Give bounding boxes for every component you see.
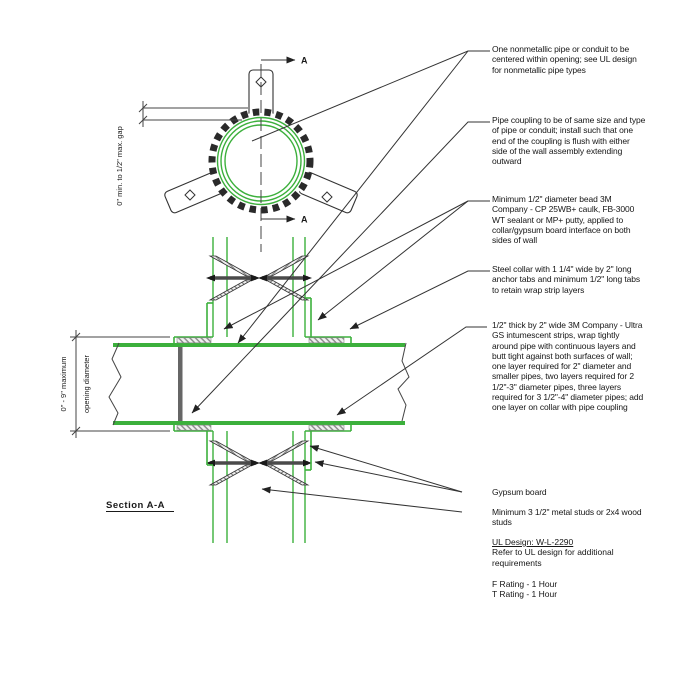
callout-gypsum-board: Gypsum board (492, 487, 547, 497)
leader-pipe-coupling (191, 121, 490, 414)
callout-pipe-coupling: Pipe coupling to be of same size and typ… (492, 115, 646, 167)
tab-bolt-hole (321, 191, 333, 203)
pipe-section (108, 342, 410, 426)
leader-gypsum-b (314, 460, 463, 493)
leader-gypsum-a (309, 445, 463, 493)
gap-dimension (138, 101, 248, 127)
coupling-end (178, 347, 183, 421)
leader-lines (191, 50, 490, 513)
metal-stud (204, 254, 262, 302)
ul-refer-note: Refer to UL design for additional requir… (492, 547, 614, 568)
callout-metal-studs: Minimum 3 1/2" metal studs or 2x4 wood s… (492, 507, 642, 528)
pipe-break-right (397, 342, 410, 422)
callout-wrap-strip: 1/2" thick by 2" wide 3M Company - Ultra… (492, 320, 644, 413)
metal-stud (256, 254, 314, 302)
callout-nonmetallic-pipe: One nonmetallic pipe or conduit to be ce… (492, 44, 637, 75)
ul-design-notes: UL Design: W-L-2290 Refer to UL design f… (492, 537, 624, 568)
leader-caulk-bead-b (223, 200, 469, 330)
callout-caulk-bead: Minimum 1/2" diameter bead 3M Company - … (492, 194, 635, 246)
metal-stud (204, 439, 262, 487)
section-marker-bottom-label: A (301, 215, 308, 225)
section-marker-bottom: A (261, 215, 308, 225)
wrap-strips (176, 337, 345, 431)
leader-studs (261, 486, 463, 513)
opening-note-line1: 0" - 9" maximum (59, 357, 68, 412)
callout-steel-collar: Steel collar with 1 1/4" wide by 2" long… (492, 264, 641, 295)
top-view: A A 0" min. to 1/2" max. gap (115, 56, 358, 252)
tab-bolt-hole (184, 189, 196, 201)
pipe-break-left (108, 342, 122, 426)
f-rating: F Rating - 1 Hour (492, 579, 558, 589)
section-view: 0" - 9" maximum opening diameter Section… (59, 237, 410, 543)
gap-note: 0" min. to 1/2" max. gap (115, 126, 124, 206)
section-marker-top-label: A (301, 56, 308, 66)
section-marker-top: A (261, 56, 308, 66)
opening-dimension (70, 330, 170, 438)
ratings: F Rating - 1 Hour T Rating - 1 Hour (492, 579, 632, 600)
leader-wrap-strip (336, 326, 487, 416)
ul-design-number: UL Design: W-L-2290 (492, 537, 574, 547)
t-rating: T Rating - 1 Hour (492, 589, 558, 600)
steel-collars (173, 297, 352, 471)
leader-nonmetallic-pipe-b (237, 50, 469, 344)
metal-stud (256, 439, 314, 487)
leader-steel-collar (349, 270, 490, 330)
opening-note-line2: opening diameter (82, 355, 91, 413)
section-title: Section A-A (106, 500, 165, 511)
